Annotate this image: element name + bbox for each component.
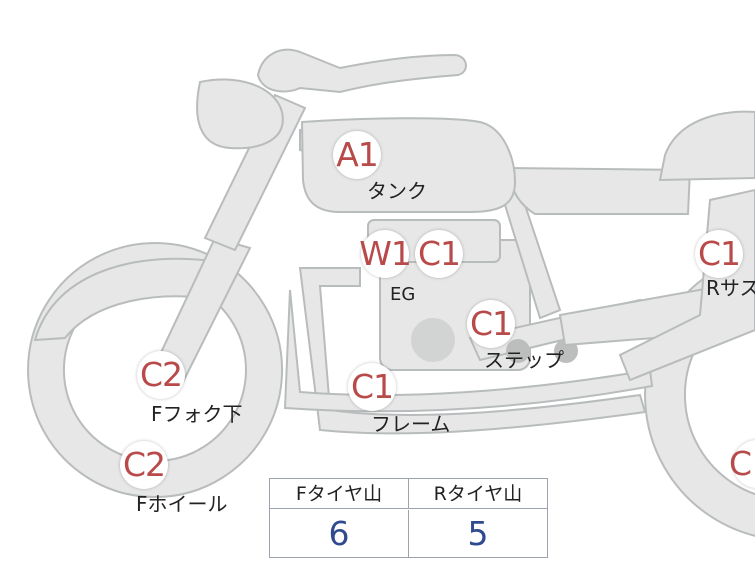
seat: [658, 110, 755, 182]
badge-w1-eg: W1: [359, 230, 412, 278]
rear-tire-header: Rタイヤ山: [409, 479, 547, 509]
label-fwheel: Fホイール: [136, 492, 228, 516]
engine-cover: [411, 318, 455, 362]
badge-c1-frame: C1: [348, 363, 396, 411]
front-tire-value: 6: [270, 510, 409, 557]
label-rsus: Rサス: [706, 276, 755, 300]
badge-a1-tank: A1: [333, 131, 381, 179]
label-tank: タンク: [367, 179, 427, 203]
badge-c1-step: C1: [467, 300, 515, 348]
front-frame-tube: [203, 93, 307, 252]
badge-c-rear: C: [729, 440, 755, 488]
tire-tread-table: Fタイヤ山 Rタイヤ山 6 5: [269, 478, 548, 558]
badge-c1-eg: C1: [415, 230, 463, 278]
handlebar: [256, 48, 467, 94]
rear-tire-value: 5: [467, 514, 489, 553]
label-eg: EG: [390, 284, 416, 305]
badge-c2-ffork: C2: [137, 351, 185, 399]
label-ffork: Fフォク下: [151, 402, 243, 426]
label-frame: フレーム: [371, 412, 451, 436]
front-tire-header: Fタイヤ山: [270, 479, 409, 509]
badge-c2-fwheel: C2: [120, 441, 168, 489]
badge-c1-rsus: C1: [695, 230, 743, 278]
label-step: ステップ: [484, 348, 564, 372]
exhaust-pipe-lower: [298, 267, 647, 435]
headlight: [196, 78, 284, 150]
step-peg: [506, 339, 530, 363]
